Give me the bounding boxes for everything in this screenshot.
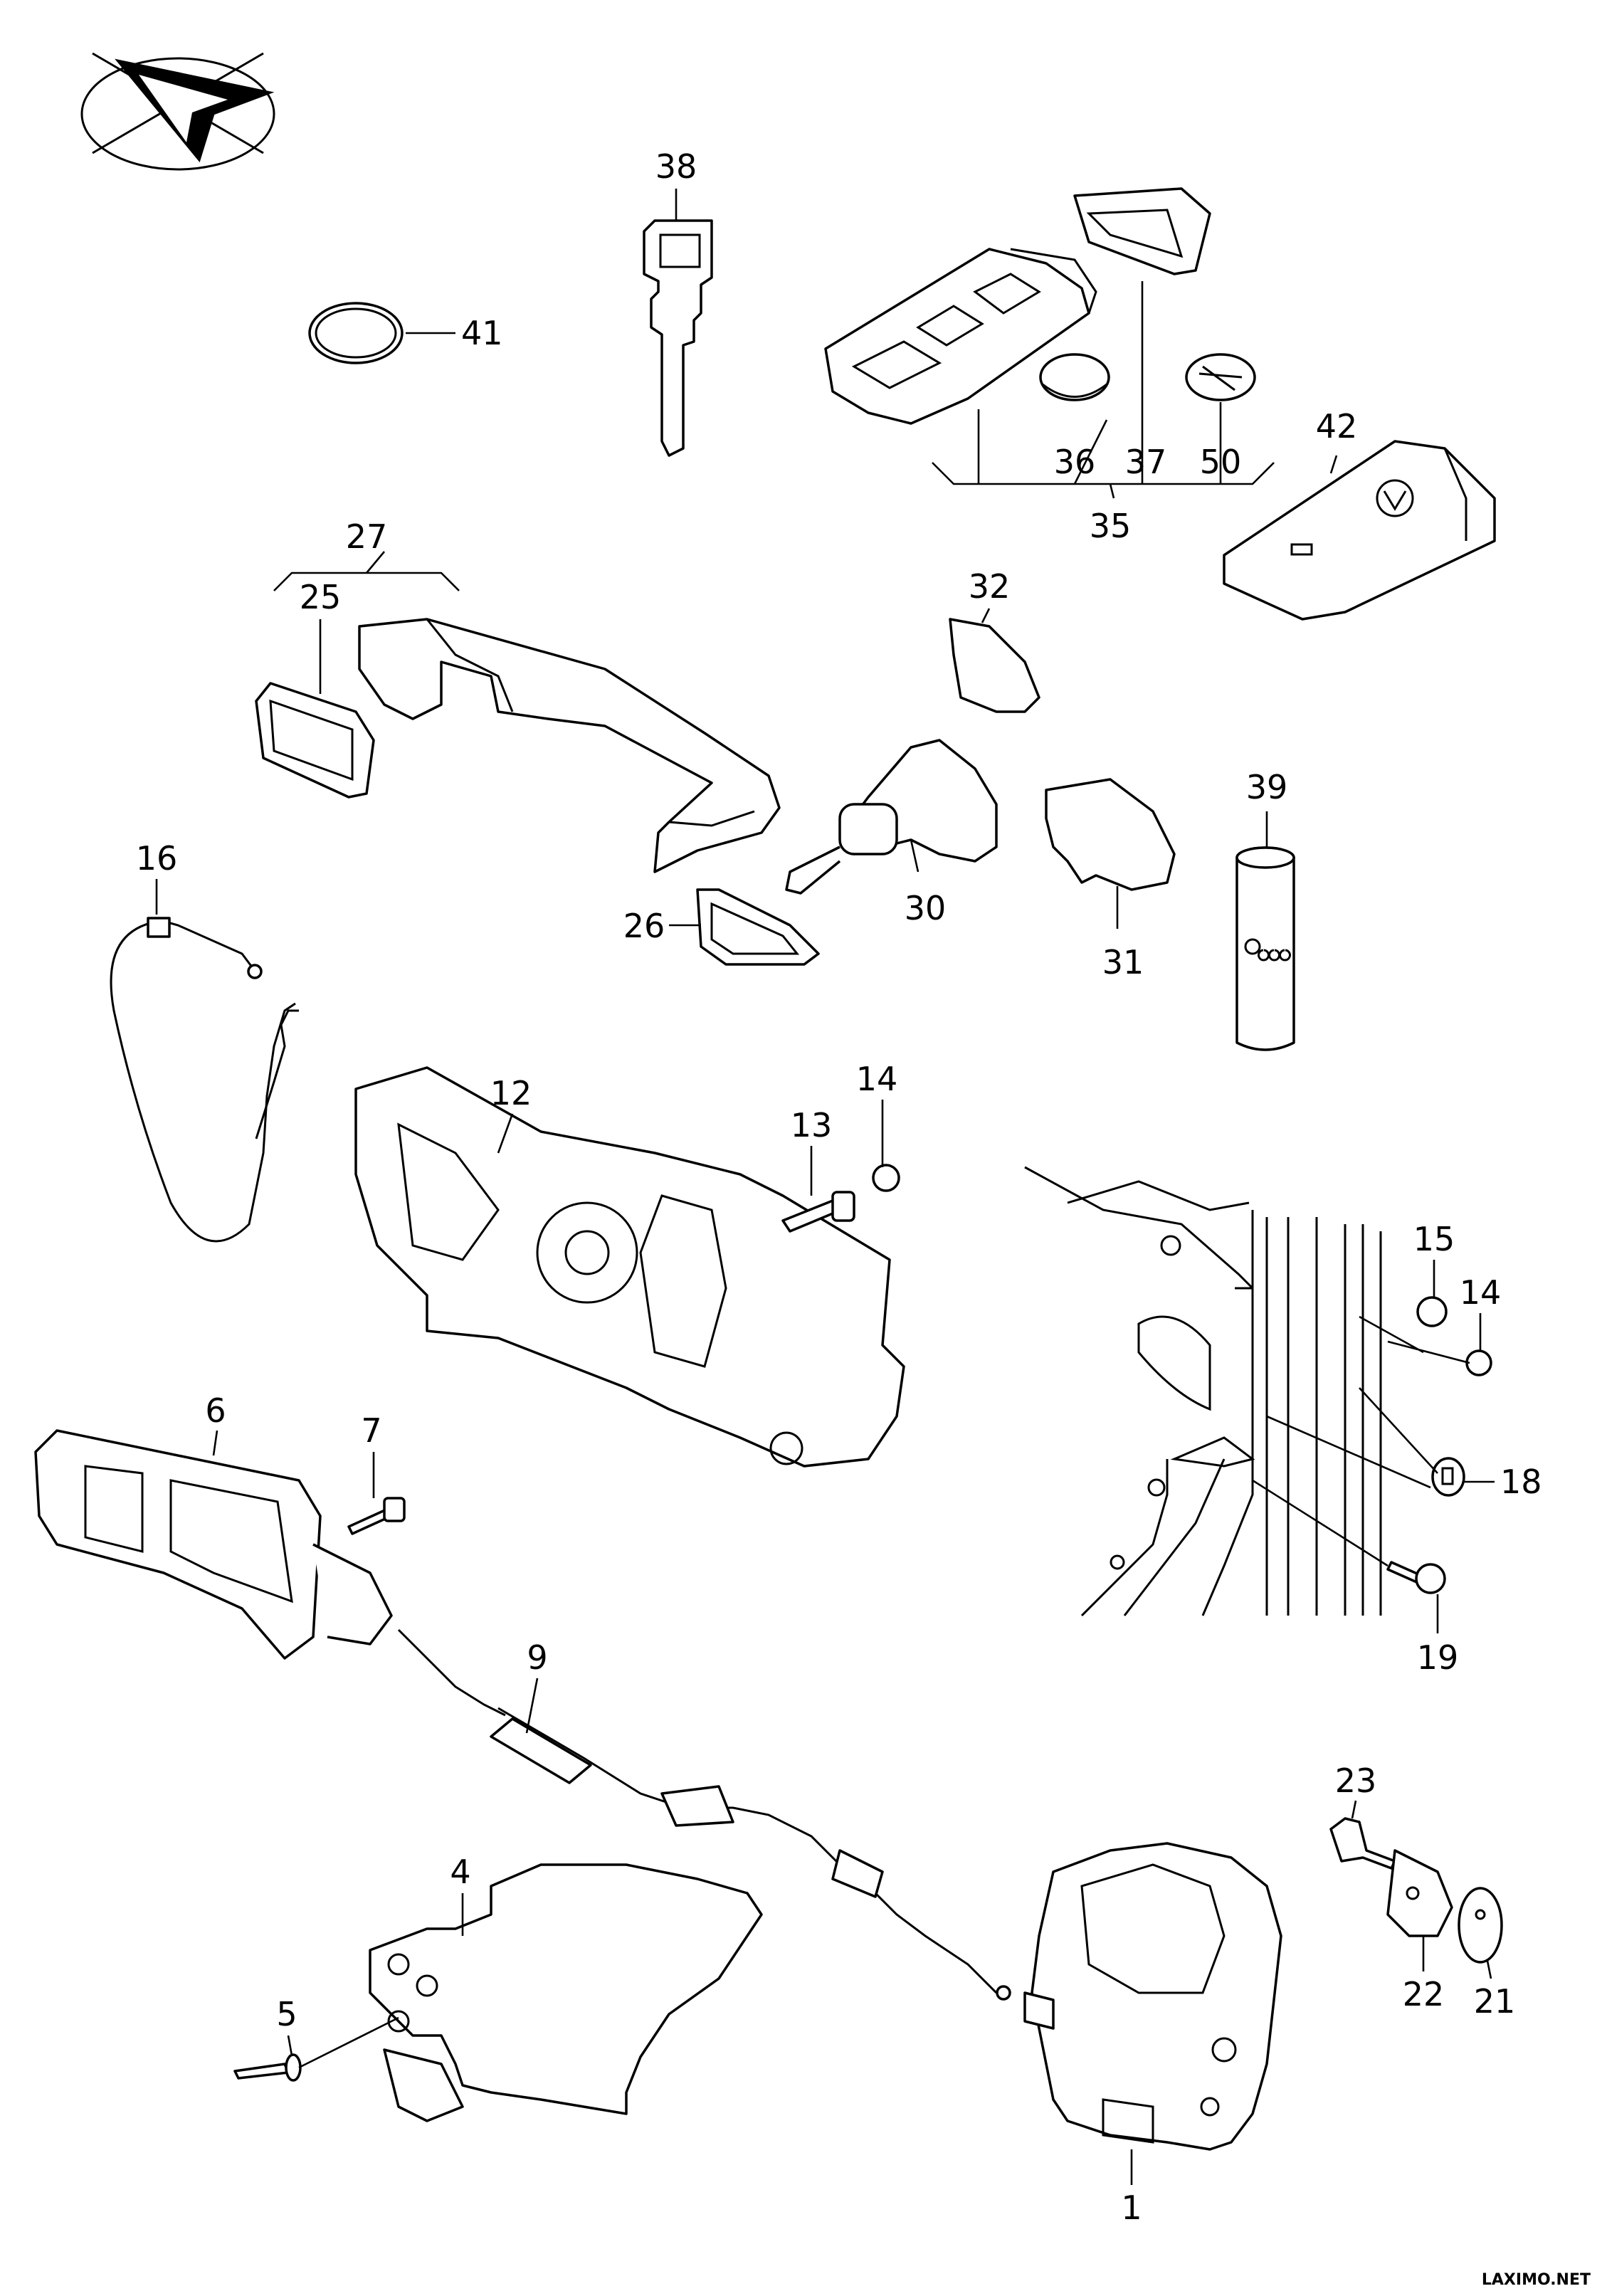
leader-lines — [155, 189, 1495, 2185]
callout-41: 41 — [461, 314, 503, 352]
callout-36: 36 — [1054, 443, 1096, 481]
callout-7: 7 — [361, 1411, 381, 1450]
callout-30: 30 — [905, 889, 947, 927]
callout-22: 22 — [1403, 1975, 1445, 2013]
o-ring-part — [308, 302, 404, 364]
lock-cover-part — [949, 618, 1040, 713]
seal-part — [696, 888, 820, 966]
callout-23: 23 — [1335, 1762, 1377, 1800]
callout-12: 12 — [490, 1074, 532, 1112]
callout-4: 4 — [450, 1853, 470, 1891]
callout-42: 42 — [1316, 407, 1358, 446]
key-cap-part — [1073, 187, 1211, 275]
shim-plate-part — [1458, 1887, 1503, 1964]
callout-50: 50 — [1200, 443, 1242, 481]
callout-14-right: 14 — [1460, 1273, 1502, 1312]
battery-part — [1039, 353, 1110, 401]
emblem-part — [1185, 353, 1256, 401]
lock-carrier-part — [369, 1863, 763, 2122]
gasket-part — [255, 682, 375, 799]
striker-part — [1386, 1849, 1453, 1937]
screw-part-right — [1386, 1561, 1446, 1594]
key-blade-part — [643, 219, 713, 457]
callout-35: 35 — [1090, 507, 1132, 545]
callout-15: 15 — [1413, 1220, 1455, 1258]
handle-carrier-part — [354, 1066, 905, 1468]
spray-can-part — [1235, 846, 1295, 1051]
outer-door-handle-part — [358, 618, 781, 873]
callout-37: 37 — [1125, 443, 1167, 481]
callout-21: 21 — [1474, 1982, 1516, 2021]
callout-14-top: 14 — [856, 1060, 898, 1098]
screw-part-handle — [347, 1497, 406, 1535]
callout-9: 9 — [527, 1638, 547, 1677]
release-cable-part — [110, 917, 299, 1243]
orientation-arrow-icon — [80, 52, 275, 171]
callout-32: 32 — [969, 567, 1011, 606]
watermark: LAXIMO.NET — [1482, 2271, 1591, 2289]
striker-screw-part — [1329, 1817, 1396, 1870]
callout-18: 18 — [1500, 1463, 1542, 1501]
plug-part — [872, 1164, 900, 1192]
callout-25: 25 — [300, 578, 342, 616]
callout-16: 16 — [136, 839, 178, 878]
grommet-part — [1431, 1457, 1465, 1497]
callout-6: 6 — [205, 1391, 226, 1430]
callout-19: 19 — [1417, 1638, 1459, 1677]
callout-39: 39 — [1246, 768, 1288, 806]
door-lock-mechanism-part — [1023, 1842, 1282, 2151]
key-cover-part — [1223, 440, 1496, 621]
callout-1: 1 — [1121, 2189, 1142, 2227]
bowden-cable-part — [397, 1628, 1011, 2001]
lock-trim-part — [1045, 778, 1176, 891]
remote-key-part — [824, 248, 1097, 425]
lock-cylinder-part — [785, 739, 998, 895]
inner-door-handle-part — [34, 1429, 393, 1660]
plug-part-right — [1465, 1349, 1492, 1376]
rivet-part — [233, 2016, 399, 2082]
callout-26: 26 — [623, 907, 665, 945]
cap-part — [1416, 1296, 1448, 1327]
callout-labels: 38 41 36 37 50 35 42 27 25 32 39 16 26 3… — [136, 147, 1542, 2227]
door-panel-section — [1024, 1166, 1382, 1617]
callout-38: 38 — [655, 147, 697, 186]
screw-part — [781, 1191, 855, 1233]
callout-5: 5 — [276, 1995, 297, 2033]
callout-27: 27 — [346, 517, 388, 556]
callout-13: 13 — [791, 1106, 833, 1144]
callout-31: 31 — [1102, 943, 1144, 981]
